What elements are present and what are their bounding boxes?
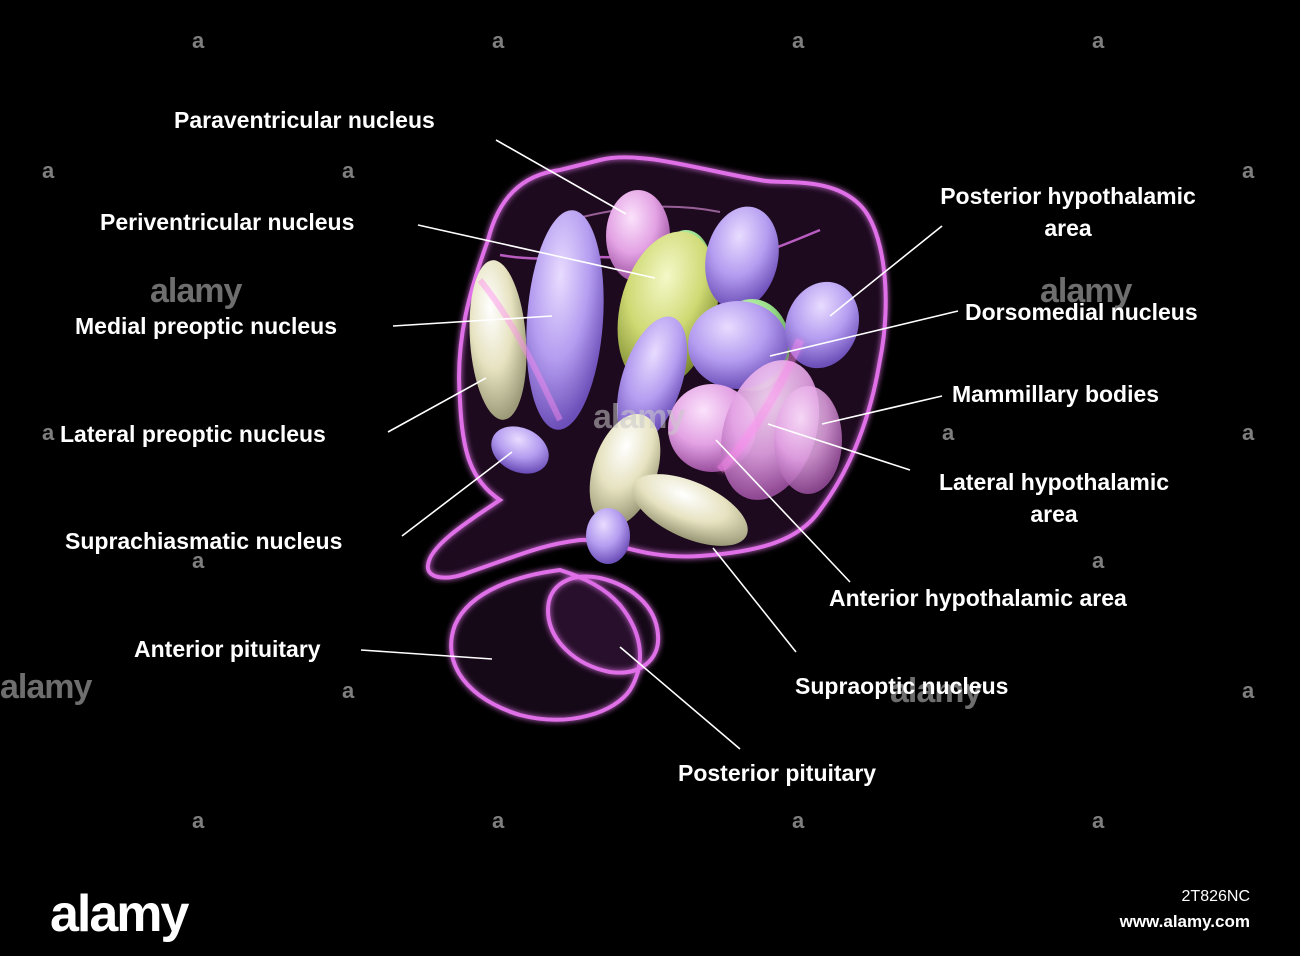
watermark-mark: a (792, 808, 805, 833)
watermark-text: alamy (0, 668, 92, 706)
alamy-logo[interactable]: alamy (50, 885, 189, 943)
label-periventricular-nucleus: Periventricular nucleus (100, 209, 355, 235)
posterior-hypothalamic-area-shape (705, 206, 779, 310)
label-posterior-pituitary: Posterior pituitary (678, 760, 877, 786)
watermark-text: alamy (150, 272, 242, 310)
watermark-mark: a (42, 158, 55, 183)
leader-suprachiasmatic (401, 451, 513, 537)
watermark-text: alamy (890, 672, 982, 710)
mid-lavender-shape (616, 316, 688, 444)
watermark-mark: a (42, 420, 55, 445)
watermark-text: alamy (593, 398, 685, 436)
watermark-mark: a (192, 808, 205, 833)
label-posterior-hypothalamic-line1: Posterior hypothalamic (940, 183, 1196, 209)
watermark-mark: a (1092, 808, 1105, 833)
watermark-mark: a (942, 420, 955, 445)
leader-periventricular (417, 224, 656, 279)
watermark-mark: a (1242, 678, 1255, 703)
watermark-mark: a (1092, 548, 1105, 573)
image-id: 2T826NC (1181, 888, 1250, 905)
label-posterior-hypothalamic-line2: area (1044, 215, 1092, 241)
label-posterior-hypothalamic-area: Posterior hypothalamic area (914, 180, 1222, 244)
leader-mammillary (821, 395, 943, 425)
hypothalamus-illustration (360, 139, 959, 750)
watermark-mark: a (1242, 420, 1255, 445)
posterior-pituitary-outline (545, 574, 661, 675)
label-lateral-hypothalamic-line1: Lateral hypothalamic (938, 469, 1170, 495)
watermark-mark: a (342, 158, 355, 183)
label-anterior-pituitary: Anterior pituitary (134, 636, 321, 662)
leader-lateral-preoptic (387, 377, 487, 433)
label-lateral-hypothalamic-line2: area (1030, 501, 1078, 527)
watermark-mark: a (342, 678, 355, 703)
label-lateral-preoptic-nucleus: Lateral preoptic nucleus (60, 421, 326, 447)
watermark-mark: a (192, 28, 205, 53)
watermark-mark: a (1242, 158, 1255, 183)
watermark-mark: a (492, 808, 505, 833)
label-supraoptic-nucleus: Supraoptic nucleus (795, 673, 1009, 699)
watermark-text: alamy (1040, 272, 1132, 310)
watermark-mark: a (792, 28, 805, 53)
leader-dorsomedial (769, 310, 959, 357)
mammillary-bodies-shape (774, 386, 842, 494)
leader-supraoptic (712, 547, 797, 653)
site-url[interactable]: www.alamy.com (1119, 912, 1250, 931)
leader-paraventricular (495, 139, 627, 215)
label-medial-preoptic-nucleus: Medial preoptic nucleus (75, 313, 337, 339)
bottom-lavender-shape (586, 508, 630, 564)
label-mammillary-bodies: Mammillary bodies (952, 381, 1160, 407)
label-dorsomedial-nucleus: Dorsomedial nucleus (965, 299, 1198, 325)
leader-posterior-hypothalamic (829, 225, 943, 317)
label-suprachiasmatic-nucleus: Suprachiasmatic nucleus (65, 528, 343, 554)
label-lateral-hypothalamic-area: Lateral hypothalamic area (914, 466, 1194, 530)
leader-medial-preoptic (392, 315, 553, 327)
watermark-mark: a (492, 28, 505, 53)
upper-right-nucleus-shape (784, 281, 860, 369)
leader-anterior-hypothalamic (715, 439, 851, 583)
lateral-preoptic-nucleus-shape (526, 210, 604, 430)
supraoptic-nucleus-shape (632, 474, 748, 546)
suprachiasmatic-nucleus-shape (491, 426, 549, 474)
leader-posterior-pituitary (619, 646, 741, 750)
watermark-mark: a (1092, 28, 1105, 53)
leader-lateral-hypothalamic (767, 423, 911, 471)
footer-bar: alamy 2T826NC www.alamy.com (0, 860, 1300, 956)
label-paraventricular-nucleus: Paraventricular nucleus (174, 107, 435, 133)
leader-anterior-pituitary (360, 649, 493, 660)
label-anterior-hypothalamic-area: Anterior hypothalamic area (829, 585, 1127, 611)
watermark-mark: a (192, 548, 205, 573)
